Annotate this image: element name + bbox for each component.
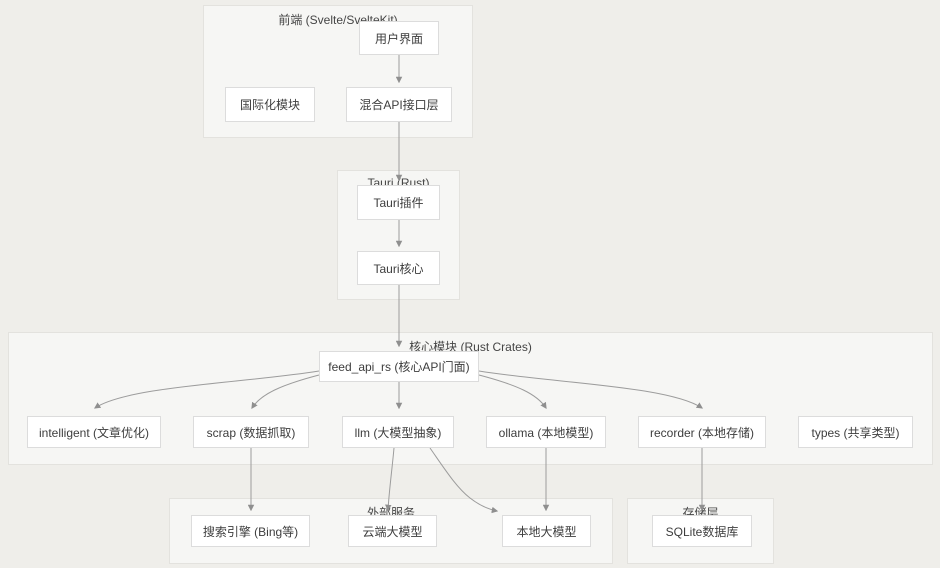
node-feed-api-rs: feed_api_rs (核心API门面) <box>319 351 479 382</box>
node-scrap: scrap (数据抓取) <box>193 416 309 448</box>
node-tauri-plugin: Tauri插件 <box>357 185 440 220</box>
node-sqlite-db: SQLite数据库 <box>652 515 752 547</box>
group-core-modules-title: 核心模块 (Rust Crates) <box>409 340 532 354</box>
node-local-llm: 本地大模型 <box>502 515 591 547</box>
node-cloud-llm: 云端大模型 <box>348 515 437 547</box>
node-intelligent: intelligent (文章优化) <box>27 416 161 448</box>
node-i18n-module: 国际化模块 <box>225 87 315 122</box>
node-types: types (共享类型) <box>798 416 913 448</box>
node-hybrid-api-layer: 混合API接口层 <box>346 87 452 122</box>
node-search-engine: 搜索引擎 (Bing等) <box>191 515 310 547</box>
node-recorder: recorder (本地存储) <box>638 416 766 448</box>
node-ollama: ollama (本地模型) <box>486 416 606 448</box>
node-tauri-core: Tauri核心 <box>357 251 440 285</box>
node-llm: llm (大模型抽象) <box>342 416 454 448</box>
node-user-interface: 用户界面 <box>359 21 439 55</box>
